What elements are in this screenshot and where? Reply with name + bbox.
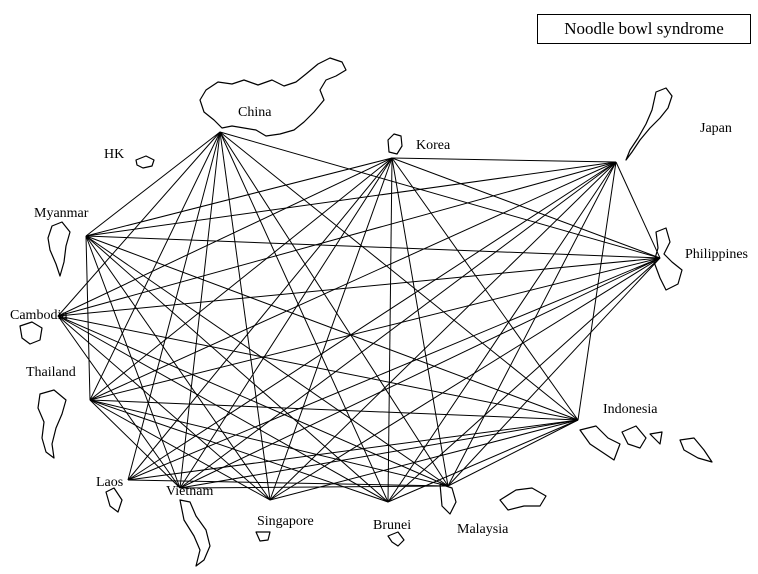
singapore-map-icon xyxy=(255,531,271,542)
edge-china-indonesia xyxy=(219,131,579,421)
malaysia-map-icon xyxy=(439,483,547,515)
edge-japan-indonesia xyxy=(577,161,617,421)
agreement-lines xyxy=(57,131,661,503)
edge-korea-malaysia xyxy=(391,157,449,487)
edge-thailand-philippines xyxy=(89,257,661,401)
label-korea: Korea xyxy=(416,138,451,153)
edge-thailand-malaysia xyxy=(89,399,449,487)
edge-korea-japan xyxy=(391,157,617,163)
edge-china-malaysia xyxy=(219,131,449,487)
edge-china-singapore xyxy=(219,131,271,501)
edge-china-philippines xyxy=(219,131,661,259)
vietnam-map-icon xyxy=(179,499,211,567)
edge-laos-philippines xyxy=(127,257,661,481)
edge-cambodia-vietnam xyxy=(57,315,181,489)
edge-korea-singapore xyxy=(269,157,393,501)
edge-cambodia-brunei xyxy=(57,315,389,503)
edge-korea-indonesia xyxy=(391,157,579,421)
label-hk: HK xyxy=(104,147,124,162)
edge-laos-indonesia xyxy=(127,419,579,481)
label-philippines: Philippines xyxy=(685,247,748,262)
edge-korea-cambodia xyxy=(57,157,393,317)
indonesia-map-icon xyxy=(579,425,713,463)
label-china: China xyxy=(238,105,272,120)
edge-malaysia-indonesia xyxy=(447,419,579,487)
label-laos: Laos xyxy=(96,475,123,490)
edge-korea-laos xyxy=(127,157,393,481)
edge-laos-malaysia xyxy=(127,479,449,487)
cambodia-map-icon xyxy=(19,321,43,345)
label-brunei: Brunei xyxy=(373,518,411,533)
edge-vietnam-indonesia xyxy=(179,419,579,489)
myanmar-map-icon xyxy=(47,221,71,277)
edge-china-cambodia xyxy=(57,131,221,317)
edge-myanmar-indonesia xyxy=(85,235,579,421)
edge-japan-laos xyxy=(127,161,617,481)
edge-vietnam-malaysia xyxy=(179,485,449,489)
edge-myanmar-vietnam xyxy=(85,235,181,489)
edge-myanmar-brunei xyxy=(85,235,389,503)
edge-china-myanmar xyxy=(85,131,221,237)
label-malaysia: Malaysia xyxy=(457,522,509,537)
edge-thailand-brunei xyxy=(89,399,389,503)
brunei-map-icon xyxy=(387,531,405,547)
edge-japan-vietnam xyxy=(179,161,617,489)
edge-cambodia-indonesia xyxy=(57,315,579,421)
edge-brunei-philippines xyxy=(387,257,661,503)
edge-cambodia-philippines xyxy=(57,257,661,317)
diagram-title: Noodle bowl syndrome xyxy=(537,14,751,44)
edge-japan-brunei xyxy=(387,161,617,503)
edge-thailand-indonesia xyxy=(89,399,579,421)
edge-brunei-indonesia xyxy=(387,419,579,503)
korea-map-icon xyxy=(387,133,403,155)
edge-korea-myanmar xyxy=(85,157,393,237)
label-indonesia: Indonesia xyxy=(603,402,658,417)
thailand-map-icon xyxy=(37,389,67,459)
edge-china-laos xyxy=(127,131,221,481)
edge-cambodia-singapore xyxy=(57,315,271,501)
edge-japan-malaysia xyxy=(447,161,617,487)
label-cambodia: Cambodia xyxy=(10,308,68,323)
edge-japan-thailand xyxy=(89,161,617,401)
edge-thailand-vietnam xyxy=(89,399,181,489)
edge-singapore-philippines xyxy=(269,257,661,501)
japan-map-icon xyxy=(625,87,673,161)
edge-myanmar-malaysia xyxy=(85,235,449,487)
label-myanmar: Myanmar xyxy=(34,206,89,221)
edge-japan-singapore xyxy=(269,161,617,501)
label-thailand: Thailand xyxy=(26,365,76,380)
edge-japan-myanmar xyxy=(85,161,617,237)
laos-map-icon xyxy=(105,487,123,513)
edge-vietnam-philippines xyxy=(179,257,661,489)
edge-thailand-singapore xyxy=(89,399,271,501)
country-labels: China HK Korea Japan Myanmar Philippines… xyxy=(10,105,748,537)
edge-korea-vietnam xyxy=(179,157,393,489)
edge-china-vietnam xyxy=(179,131,221,489)
country-shapes xyxy=(19,57,713,567)
edge-japan-cambodia xyxy=(57,161,617,317)
edge-singapore-indonesia xyxy=(269,419,579,501)
edge-japan-philippines xyxy=(615,161,661,259)
china-map-icon xyxy=(199,57,347,137)
edge-malaysia-philippines xyxy=(447,257,661,487)
label-japan: Japan xyxy=(700,121,732,136)
edge-myanmar-philippines xyxy=(85,235,661,259)
label-vietnam: Vietnam xyxy=(166,484,213,499)
edge-korea-thailand xyxy=(89,157,393,401)
edge-china-thailand xyxy=(89,131,221,401)
label-singapore: Singapore xyxy=(257,514,314,529)
edge-cambodia-malaysia xyxy=(57,315,449,487)
edge-myanmar-thailand xyxy=(85,235,91,401)
edge-korea-philippines xyxy=(391,157,661,259)
hk-map-icon xyxy=(135,155,155,169)
